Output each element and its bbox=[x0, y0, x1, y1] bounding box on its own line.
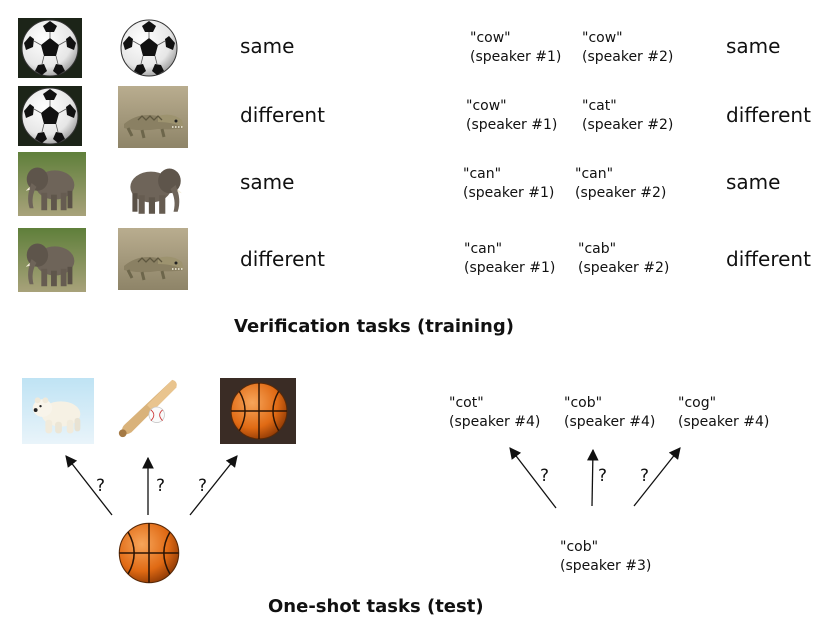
audio-pair-label: different bbox=[726, 247, 811, 271]
audio-pair-label: same bbox=[726, 170, 781, 194]
polar-bear-image bbox=[22, 378, 94, 444]
word-text: "can" bbox=[575, 166, 614, 182]
word-text: "cob" bbox=[564, 395, 603, 411]
word-text: "cab" bbox=[578, 241, 617, 257]
word-text: "cow" bbox=[466, 98, 507, 114]
speaker-text: (speaker #1) bbox=[470, 49, 562, 65]
speaker-text: (speaker #1) bbox=[463, 185, 555, 201]
audio-word-1: "cow" (speaker #1) bbox=[470, 29, 561, 67]
baseball-bat-image bbox=[114, 378, 182, 440]
audio-pair-label: same bbox=[726, 34, 781, 58]
arrow-to-cot bbox=[509, 447, 557, 509]
arrow-to-polar-bear bbox=[65, 455, 113, 516]
image-pair-label: same bbox=[240, 34, 295, 58]
arrow-to-cob bbox=[586, 448, 599, 507]
word-text: "cow" bbox=[470, 30, 511, 46]
speaker-text: (speaker #1) bbox=[466, 117, 558, 133]
speaker-text: (speaker #4) bbox=[678, 414, 770, 430]
image-pair-label: different bbox=[240, 103, 325, 127]
speaker-text: (speaker #3) bbox=[560, 558, 652, 574]
audio-word-2: "cat" (speaker #2) bbox=[582, 97, 673, 135]
elephant-image bbox=[18, 228, 86, 292]
speaker-text: (speaker #2) bbox=[582, 49, 674, 65]
image-pair-label: different bbox=[240, 247, 325, 271]
speaker-text: (speaker #2) bbox=[575, 185, 667, 201]
audio-pair-label: different bbox=[726, 103, 811, 127]
question-mark: ? bbox=[540, 466, 550, 486]
question-mark: ? bbox=[198, 476, 208, 496]
speaker-text: (speaker #4) bbox=[449, 414, 541, 430]
question-mark: ? bbox=[640, 466, 650, 486]
elephant-image bbox=[116, 154, 192, 218]
support-word: "cog" (speaker #4) bbox=[678, 394, 769, 432]
soccer-ball-image bbox=[18, 18, 82, 78]
elephant-image bbox=[18, 152, 86, 216]
question-mark: ? bbox=[598, 466, 608, 486]
audio-word-1: "cow" (speaker #1) bbox=[466, 97, 557, 135]
speaker-text: (speaker #1) bbox=[464, 260, 556, 276]
audio-word-1: "can" (speaker #1) bbox=[464, 240, 555, 278]
image-pair-label: same bbox=[240, 170, 295, 194]
question-mark: ? bbox=[156, 476, 166, 496]
verification-title: Verification tasks (training) bbox=[234, 316, 514, 337]
word-text: "can" bbox=[464, 241, 503, 257]
oneshot-title: One-shot tasks (test) bbox=[268, 596, 484, 617]
speaker-text: (speaker #2) bbox=[582, 117, 674, 133]
support-word: "cot" (speaker #4) bbox=[449, 394, 540, 432]
crocodile-image bbox=[118, 86, 188, 148]
word-text: "cog" bbox=[678, 395, 717, 411]
basketball-query-image bbox=[114, 518, 184, 588]
crocodile-image bbox=[118, 228, 188, 290]
word-text: "can" bbox=[463, 166, 502, 182]
speaker-text: (speaker #2) bbox=[578, 260, 670, 276]
audio-word-2: "cow" (speaker #2) bbox=[582, 29, 673, 67]
word-text: "cow" bbox=[582, 30, 623, 46]
word-text: "cob" bbox=[560, 539, 599, 555]
audio-word-1: "can" (speaker #1) bbox=[463, 165, 554, 203]
question-mark: ? bbox=[96, 476, 106, 496]
speaker-text: (speaker #4) bbox=[564, 414, 656, 430]
basketball-image bbox=[220, 378, 296, 444]
support-word: "cob" (speaker #4) bbox=[564, 394, 655, 432]
audio-word-2: "cab" (speaker #2) bbox=[578, 240, 669, 278]
word-text: "cat" bbox=[582, 98, 617, 114]
query-word: "cob" (speaker #3) bbox=[560, 538, 651, 576]
audio-word-2: "can" (speaker #2) bbox=[575, 165, 666, 203]
word-text: "cot" bbox=[449, 395, 484, 411]
soccer-ball-image bbox=[118, 16, 180, 80]
soccer-ball-image bbox=[18, 86, 82, 146]
